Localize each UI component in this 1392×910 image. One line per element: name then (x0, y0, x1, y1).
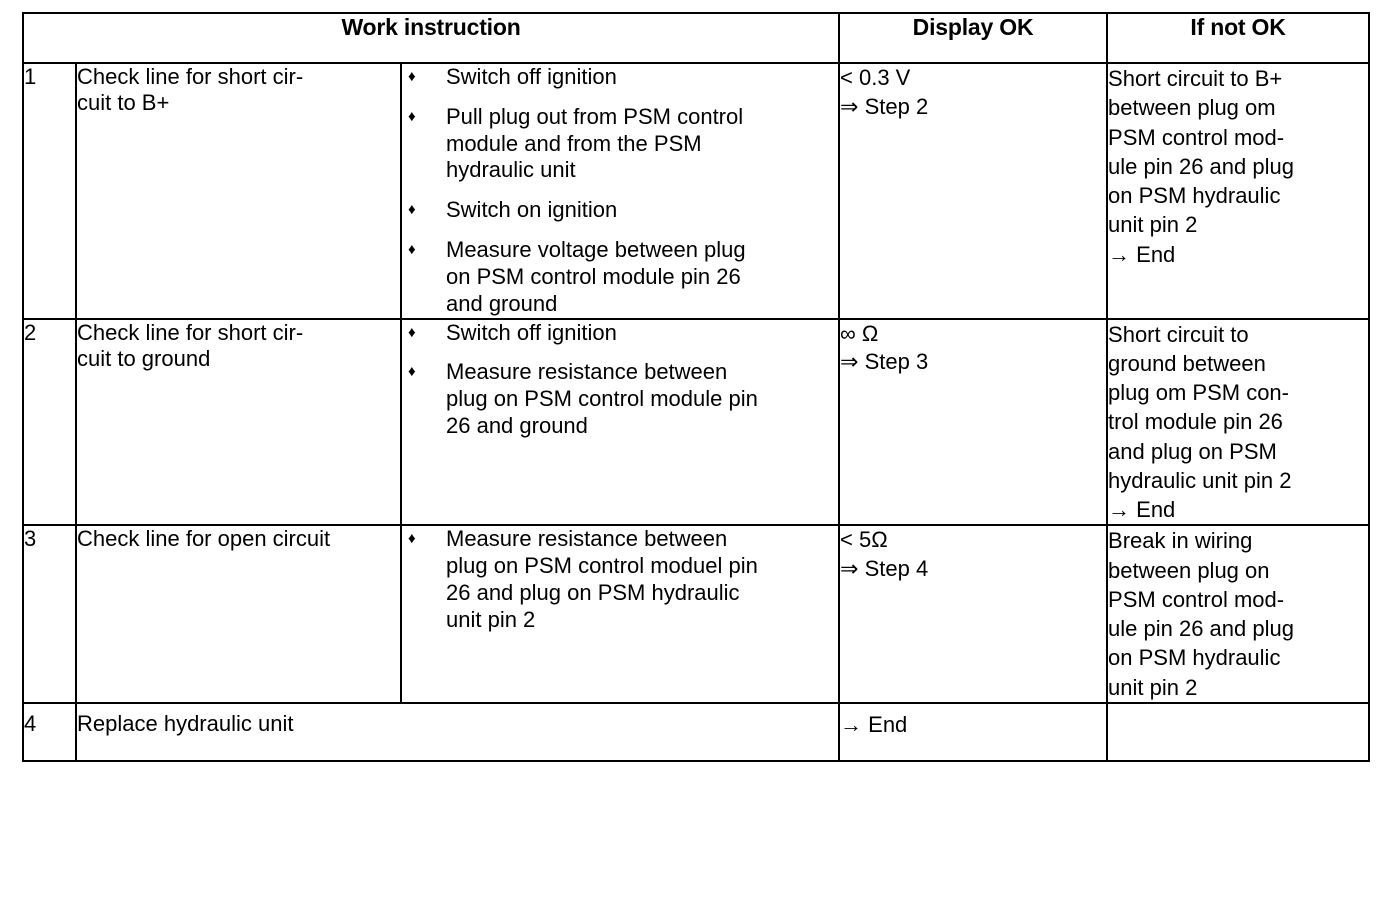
table-row: 4 Replace hydraulic unit → End (22, 701, 1371, 762)
table-row: 1 Check line for short cir- cuit to B+ ♦… (22, 62, 1371, 320)
if-not-ok-line: plug om PSM con- (1108, 380, 1289, 406)
list-item: ♦ Switch off ignition (402, 320, 838, 347)
if-not-ok-line: hydraulic unit pin 2 (1108, 467, 1292, 493)
bullet-line: Switch off ignition (446, 64, 617, 89)
bullet-line: plug on PSM control moduel pin (446, 553, 758, 579)
display-ok-value: → End (838, 701, 1109, 762)
step-number: 2 (22, 317, 77, 527)
table-header: Work instruction Display OK If not OK (21, 12, 1371, 64)
diamond-bullet-icon: ♦ (408, 363, 416, 381)
if-not-ok-line: Short circuit to B+ (1108, 66, 1283, 91)
if-not-ok-line: on PSM hydraulic (1108, 183, 1281, 208)
instruction-line: cuit to B+ (77, 90, 170, 116)
if-not-ok-line: unit pin 2 (1108, 212, 1198, 238)
display-ok-value: < 0.3 V ⇒ Step 2 (838, 62, 1109, 320)
display-ok-line: ⇒ Step 3 (840, 349, 929, 375)
display-ok-value: < 5Ω ⇒ Step 4 (838, 524, 1109, 704)
bullet-line: on PSM control module pin 26 (446, 263, 741, 289)
instruction-line: Check line for short cir- (77, 64, 304, 89)
step-instruction: Check line for short cir- cuit to ground (75, 317, 402, 527)
step-bullet-list-cell: ♦ Switch off ignition ♦ Pull plug out fr… (399, 62, 841, 320)
bullet-list: ♦ Switch off ignition ♦ Pull plug out fr… (402, 64, 838, 318)
if-not-ok-line: ground between (1108, 350, 1266, 376)
diamond-bullet-icon: ♦ (408, 68, 416, 85)
if-not-ok-line: PSM control mod- (1108, 124, 1285, 150)
instruction-line: Check line for short cir- (77, 319, 304, 345)
if-not-ok-line: and plug on PSM (1108, 438, 1277, 464)
if-not-ok-value-empty (1106, 701, 1371, 762)
step-number: 4 (22, 701, 77, 762)
instruction-line: cuit to ground (77, 346, 211, 372)
bullet-line: module and from the PSM (446, 130, 702, 156)
list-item: ♦ Switch off ignition (402, 64, 838, 91)
if-not-ok-line: PSM control mod- (1108, 586, 1285, 612)
header-row: Work instruction Display OK If not OK (21, 12, 1371, 64)
bullet-line: plug on PSM control module pin (446, 386, 758, 412)
display-ok-line: ∞ Ω (840, 320, 879, 346)
instruction-line: Replace hydraulic unit (77, 710, 294, 736)
list-item: ♦ Measure resistance between plug on PSM… (402, 526, 838, 633)
bullet-line: Measure voltage between plug (446, 237, 746, 263)
table-row: 2 Check line for short cir- cuit to grou… (22, 317, 1371, 527)
display-ok-value: ∞ Ω ⇒ Step 3 (838, 317, 1109, 527)
step-instruction: Check line for open circuit (75, 524, 402, 704)
diamond-bullet-icon: ♦ (408, 241, 416, 259)
diagnostic-procedure-table: Work instruction Display OK If not OK 1 … (21, 12, 1371, 762)
diamond-bullet-icon: ♦ (408, 530, 416, 548)
diamond-bullet-icon: ♦ (408, 323, 416, 341)
bullet-list: ♦ Measure resistance between plug on PSM… (402, 526, 838, 633)
if-not-ok-line: → End (1108, 497, 1176, 523)
if-not-ok-line: ule pin 26 and plug (1108, 616, 1294, 642)
header-display-ok: Display OK (838, 12, 1109, 64)
list-item: ♦ Switch on ignition (402, 197, 838, 224)
bullet-line: hydraulic unit (446, 157, 576, 183)
if-not-ok-line: trol module pin 26 (1108, 409, 1283, 435)
bullet-list: ♦ Switch off ignition ♦ Measure resistan… (402, 320, 838, 440)
if-not-ok-line: Break in wiring (1108, 528, 1253, 554)
header-if-not-ok: If not OK (1106, 12, 1371, 64)
display-ok-line: → End (840, 711, 908, 737)
if-not-ok-line: unit pin 2 (1108, 674, 1198, 700)
header-work-instruction: Work instruction (21, 12, 841, 64)
table-body: 1 Check line for short cir- cuit to B+ ♦… (22, 62, 1371, 762)
if-not-ok-line: → End (1108, 241, 1176, 267)
display-ok-line: ⇒ Step 2 (840, 93, 929, 119)
step-instruction: Check line for short cir- cuit to B+ (75, 62, 402, 320)
step-bullet-list-cell: ♦ Measure resistance between plug on PSM… (399, 524, 841, 704)
bullet-line: 26 and ground (446, 413, 588, 439)
display-ok-line: < 0.3 V (840, 65, 911, 90)
step-number: 3 (22, 524, 77, 704)
if-not-ok-line: on PSM hydraulic (1108, 645, 1281, 671)
bullet-line: Measure resistance between (446, 359, 728, 385)
if-not-ok-line: between plug on (1108, 557, 1270, 583)
if-not-ok-line: between plug om (1108, 95, 1276, 121)
if-not-ok-value: Short circuit to B+ between plug om PSM … (1106, 62, 1371, 320)
step-bullet-list-cell: ♦ Switch off ignition ♦ Measure resistan… (399, 317, 841, 527)
bullet-line: Pull plug out from PSM control (446, 103, 744, 129)
bullet-line: unit pin 2 (446, 606, 536, 632)
step-number: 1 (22, 62, 77, 320)
instruction-line: Check line for open circuit (77, 526, 331, 552)
diamond-bullet-icon: ♦ (408, 201, 416, 219)
bullet-line: 26 and plug on PSM hydraulic (446, 580, 740, 606)
list-item: ♦ Measure resistance between plug on PSM… (402, 359, 838, 439)
if-not-ok-value: Break in wiring between plug on PSM cont… (1106, 524, 1371, 704)
diamond-bullet-icon: ♦ (408, 107, 416, 125)
step-instruction: Replace hydraulic unit (74, 701, 841, 762)
if-not-ok-line: Short circuit to (1108, 321, 1249, 347)
bullet-line: Switch on ignition (446, 197, 618, 223)
display-ok-line: ⇒ Step 4 (840, 555, 929, 581)
list-item: ♦ Pull plug out from PSM control module … (402, 104, 838, 184)
if-not-ok-value: Short circuit to ground between plug om … (1106, 317, 1371, 527)
display-ok-line: < 5Ω (840, 527, 888, 553)
bullet-line: Measure resistance between (446, 526, 728, 552)
if-not-ok-line: ule pin 26 and plug (1108, 153, 1294, 179)
bullet-line: Switch off ignition (446, 319, 617, 345)
table-row: 3 Check line for open circuit ♦ Measure … (22, 524, 1371, 704)
list-item: ♦ Measure voltage between plug on PSM co… (402, 237, 838, 317)
bullet-line: and ground (446, 290, 558, 316)
